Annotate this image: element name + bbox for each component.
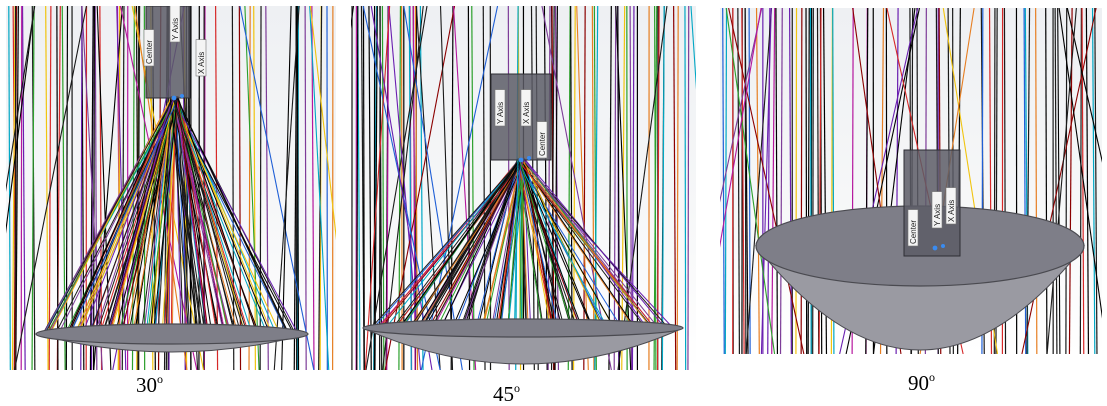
axis-origin-marker (180, 94, 184, 98)
axis-label: X Axis (946, 188, 956, 224)
axis-label: X Axis (196, 40, 206, 76)
caption-90-degrees: 90o (908, 373, 935, 394)
axis-origin-marker (941, 244, 945, 248)
svg-text:Center: Center (145, 40, 154, 64)
focal-point-marker (519, 158, 524, 163)
svg-text:Center: Center (538, 132, 547, 156)
axis-label: Center (908, 210, 918, 246)
focal-point-marker (172, 96, 177, 101)
reflector-dish (36, 324, 308, 352)
axis-label: Center (537, 122, 547, 158)
ray-trace-svg-90: Center Y Axis X Axis (720, 8, 1102, 354)
caption-45-degrees: 45o (493, 384, 520, 405)
axis-label: Y Axis (170, 6, 180, 42)
caption-30-degrees: 30o (136, 375, 163, 396)
svg-text:X Axis: X Axis (522, 102, 531, 124)
ray-trace-image-30deg: Center Y Axis X Axis (6, 6, 336, 370)
axis-label: Y Axis (495, 90, 505, 126)
focal-point-marker (933, 246, 938, 251)
svg-text:Y Axis: Y Axis (171, 18, 180, 40)
svg-text:Y Axis: Y Axis (933, 204, 942, 226)
receiver-block: Center Y Axis X Axis (144, 6, 206, 100)
svg-text:X Axis: X Axis (197, 52, 206, 74)
svg-text:Y Axis: Y Axis (496, 102, 505, 124)
rays-group (351, 6, 696, 370)
axis-label: Y Axis (932, 192, 942, 228)
axis-origin-marker (527, 156, 531, 160)
axis-label: Center (144, 30, 154, 66)
receiver-block: Center Y Axis X Axis (904, 150, 960, 256)
ray-trace-image-90deg: Center Y Axis X Axis (720, 8, 1102, 354)
ray-trace-svg-30: Center Y Axis X Axis (6, 6, 336, 370)
svg-text:X Axis: X Axis (947, 200, 956, 222)
svg-text:Center: Center (909, 220, 918, 244)
axis-label: X Axis (521, 90, 531, 126)
